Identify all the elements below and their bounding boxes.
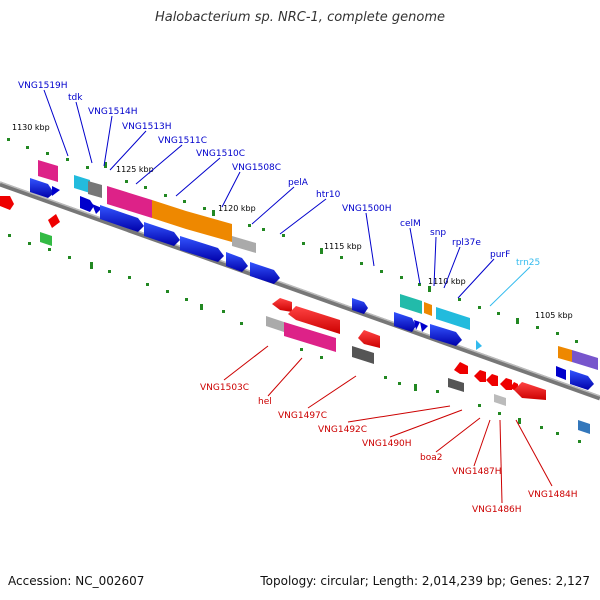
gene-label[interactable]: boa2 xyxy=(420,453,442,463)
gene-block[interactable] xyxy=(186,211,232,242)
gene-block[interactable] xyxy=(572,350,598,370)
gene-label[interactable]: VNG1514H xyxy=(88,107,138,117)
gene-block[interactable] xyxy=(232,236,256,253)
gene-arrow[interactable] xyxy=(476,340,482,350)
gene-arrow[interactable] xyxy=(52,186,60,196)
gene-arrow[interactable] xyxy=(394,312,416,332)
gene-arrow[interactable] xyxy=(414,320,420,330)
gene-arrow[interactable] xyxy=(272,298,292,312)
gene-block[interactable] xyxy=(436,307,470,330)
gene-block[interactable] xyxy=(578,420,590,434)
gene-arrow[interactable] xyxy=(474,370,486,382)
gene-label[interactable]: VNG1519H xyxy=(18,81,68,91)
scale-ticks xyxy=(7,138,581,443)
gene-arrow[interactable] xyxy=(570,370,594,390)
gene-arrow[interactable] xyxy=(92,204,102,214)
genome-stats-text: Topology: circular; Length: 2,014,239 bp… xyxy=(260,574,590,588)
gene-arrow[interactable] xyxy=(48,214,60,228)
gene-label[interactable]: VNG1503C xyxy=(200,383,249,393)
scale-label: 1130 kbp xyxy=(12,123,50,132)
gene-label[interactable]: hel xyxy=(258,397,272,407)
gene-block[interactable] xyxy=(400,294,422,314)
accession-text: Accession: NC_002607 xyxy=(8,574,145,588)
gene-label[interactable]: VNG1497C xyxy=(278,411,327,421)
map-title: Halobacterium sp. NRC-1, complete genome xyxy=(154,10,446,25)
gene-block[interactable] xyxy=(152,200,186,229)
gene-arrow[interactable] xyxy=(30,178,54,198)
reverse-gene-labels: VNG1503C hel VNG1497C VNG1492C VNG1490H … xyxy=(200,383,578,515)
reverse-genes-track xyxy=(0,196,590,434)
gene-arrow[interactable] xyxy=(514,382,546,400)
gene-arrow[interactable] xyxy=(352,298,368,314)
gene-label[interactable]: VNG1511C xyxy=(158,136,207,146)
gene-arrow[interactable] xyxy=(288,306,340,334)
gene-label[interactable]: VNG1510C xyxy=(196,149,245,159)
gene-block[interactable] xyxy=(284,322,336,352)
gene-label[interactable]: purF xyxy=(490,250,510,260)
gene-arrow[interactable] xyxy=(486,374,498,386)
gene-arrow[interactable] xyxy=(80,196,94,212)
gene-block[interactable] xyxy=(40,232,52,246)
genome-backbone-highlight xyxy=(0,181,600,397)
gene-arrow[interactable] xyxy=(100,205,144,232)
scale-label: 1125 kbp xyxy=(116,165,154,174)
gene-label[interactable]: htr10 xyxy=(316,190,341,200)
gene-label[interactable]: trn25 xyxy=(516,258,540,268)
forward-callout-lines xyxy=(43,89,531,307)
gene-label[interactable]: VNG1492C xyxy=(318,425,367,435)
scale-label: 1120 kbp xyxy=(218,204,256,213)
gene-arrow[interactable] xyxy=(454,362,468,374)
gene-label[interactable]: snp xyxy=(430,228,446,238)
gene-label[interactable]: VNG1484H xyxy=(528,490,578,500)
gene-label[interactable]: VNG1486H xyxy=(472,505,522,515)
gene-label[interactable]: VNG1513H xyxy=(122,122,172,132)
scale-label: 1105 kbp xyxy=(535,311,573,320)
gene-block[interactable] xyxy=(352,346,374,364)
gene-arrow[interactable] xyxy=(500,378,512,390)
reverse-callout-lines xyxy=(223,345,553,504)
gene-arrow[interactable] xyxy=(144,222,180,246)
gene-block[interactable] xyxy=(88,181,102,198)
gene-arrow[interactable] xyxy=(358,330,380,348)
forward-genes-track xyxy=(30,160,598,390)
gene-arrow[interactable] xyxy=(0,196,14,210)
gene-arrow[interactable] xyxy=(250,262,280,284)
gene-label[interactable]: celM xyxy=(400,219,421,229)
genome-backbone xyxy=(0,181,600,401)
gene-block[interactable] xyxy=(266,316,284,332)
scale-label: 1115 kbp xyxy=(324,242,362,251)
gene-arrow[interactable] xyxy=(180,236,224,262)
gene-block[interactable] xyxy=(107,186,152,218)
gene-block[interactable] xyxy=(424,302,432,316)
gene-label[interactable]: VNG1490H xyxy=(362,439,412,449)
gene-label[interactable]: tdk xyxy=(68,93,83,103)
gene-label[interactable]: VNG1500H xyxy=(342,204,392,214)
gene-arrow[interactable] xyxy=(226,252,248,272)
gene-block[interactable] xyxy=(558,346,572,362)
gene-arrow[interactable] xyxy=(430,324,462,346)
gene-block[interactable] xyxy=(494,394,506,406)
gene-label[interactable]: rpl37e xyxy=(452,238,481,248)
gene-label[interactable]: VNG1508C xyxy=(232,163,281,173)
gene-arrow[interactable] xyxy=(556,366,566,380)
gene-arrow[interactable] xyxy=(420,322,428,332)
gene-block[interactable] xyxy=(74,175,90,193)
gene-label[interactable]: pelA xyxy=(288,178,309,188)
gene-block[interactable] xyxy=(38,160,58,182)
gene-block[interactable] xyxy=(448,378,464,392)
gene-label[interactable]: VNG1487H xyxy=(452,467,502,477)
forward-gene-labels: VNG1519H tdk VNG1514H VNG1513H VNG1511C … xyxy=(18,81,540,268)
